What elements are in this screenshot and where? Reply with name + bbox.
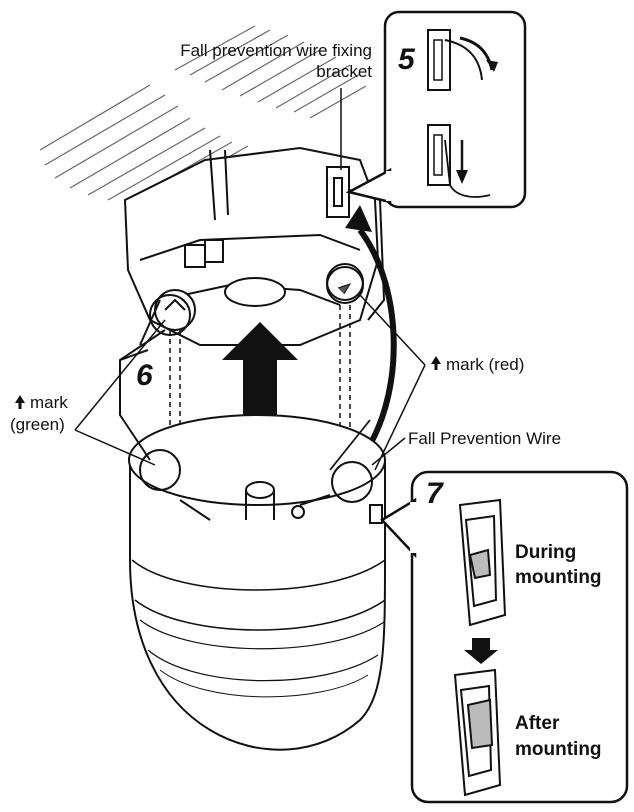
curved-arrow-icon (345, 205, 397, 462)
step-number-7: 7 (426, 477, 443, 510)
clip-during-mounting (458, 498, 507, 627)
step-number-5: 5 (398, 43, 415, 76)
step-number-6: 6 (136, 359, 153, 392)
down-arrow-icon (464, 638, 498, 664)
fall-prevention-wire (329, 419, 371, 471)
label-mark-green-2: (green) (10, 415, 65, 434)
label-bracket: Fall prevention wire fixing bracket (120, 40, 372, 82)
mark-circles (139, 263, 373, 503)
label-after-line2: mounting (515, 739, 602, 760)
mount-bracket (123, 146, 386, 346)
camera-body (128, 414, 386, 751)
step-6-bracket (119, 299, 166, 461)
label-after-line1: After (515, 713, 560, 734)
label-fall-wire: Fall Prevention Wire (408, 429, 562, 448)
leader-lines (74, 88, 426, 471)
mark-arrow-icon (431, 356, 441, 370)
label-during-line2: mounting (515, 567, 602, 588)
label-mark-red: mark (red) (446, 355, 525, 374)
clip-after-mounting (453, 668, 502, 797)
down-arrow-icon (456, 170, 468, 184)
inset-step-5 (345, 10, 527, 209)
label-mark-green-line1: mark (30, 393, 68, 412)
label-during-line1: During (515, 542, 577, 563)
label-bracket-line1: Fall prevention wire fixing (180, 41, 372, 60)
inset-step-7 (380, 470, 629, 804)
mark-arrow-icon (15, 395, 25, 409)
label-mark-green: mark (30, 392, 68, 413)
ceiling-hatching (39, 25, 367, 201)
label-bracket-line2: bracket (316, 62, 372, 81)
